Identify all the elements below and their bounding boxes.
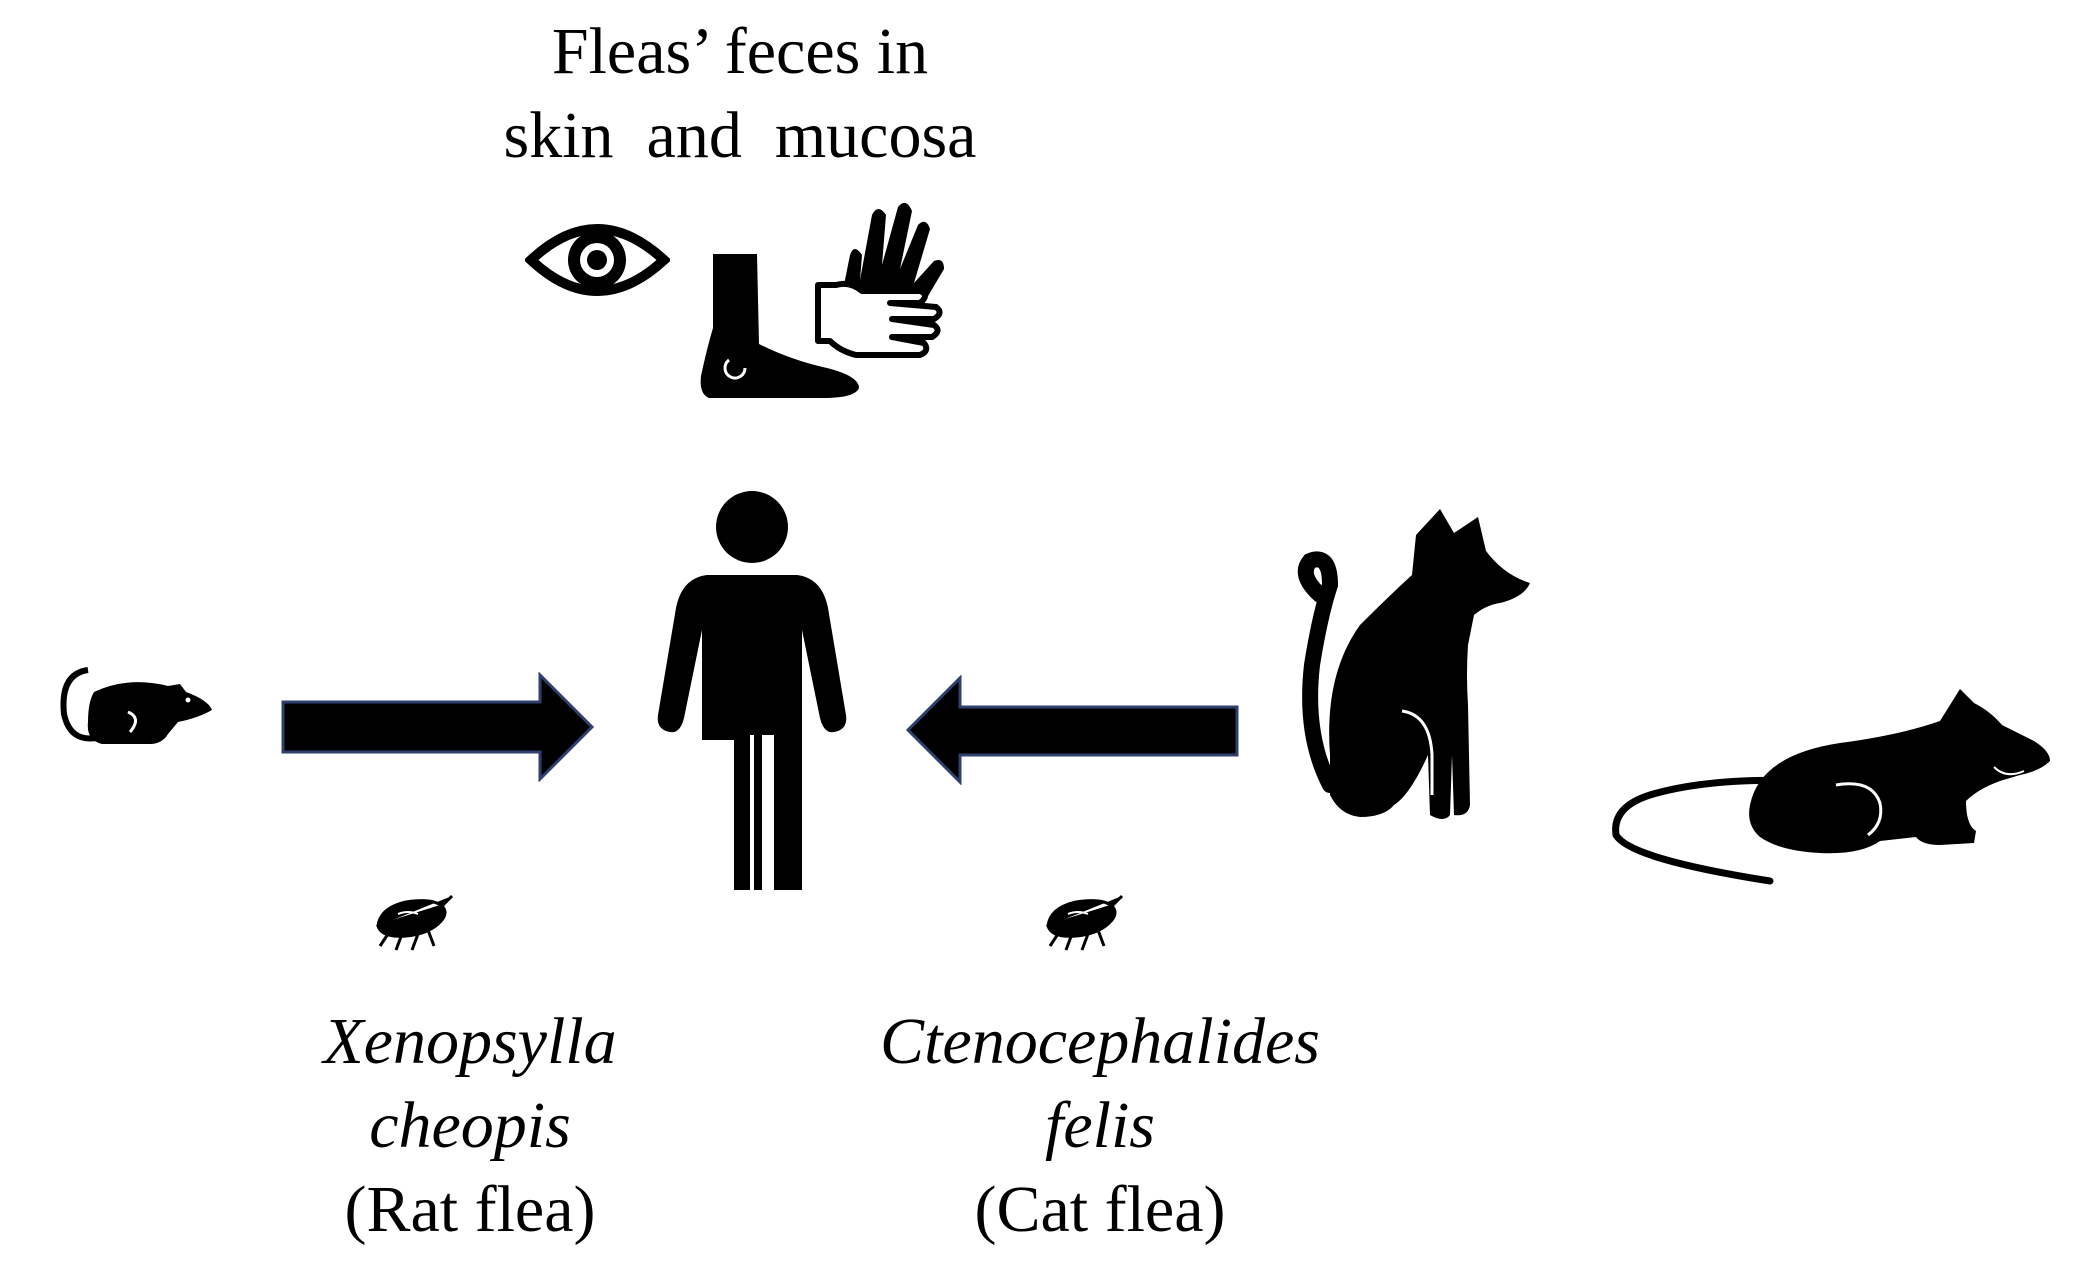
cat-flea-common-name: (Cat flea) bbox=[974, 1173, 1226, 1246]
hands-icon bbox=[815, 202, 944, 358]
cat-flea-caption: Ctenocephalides felis (Cat flea) bbox=[840, 1000, 1360, 1252]
skin-mucosa-caption: Fleas’ feces in skin and mucosa bbox=[450, 10, 1030, 178]
rat-flea-caption: Xenopsylla cheopis (Rat flea) bbox=[250, 1000, 690, 1252]
cat-flea-species: felis bbox=[1045, 1089, 1155, 1162]
person-icon bbox=[657, 491, 847, 890]
rat-flea-common-name: (Rat flea) bbox=[344, 1173, 596, 1246]
rat-icon bbox=[1612, 689, 2050, 885]
rat-flea-species: cheopis bbox=[369, 1089, 571, 1162]
foot-icon bbox=[700, 254, 859, 398]
flea-icon bbox=[1046, 894, 1124, 951]
caption-line-2: skin and mucosa bbox=[503, 99, 977, 172]
cat-flea-genus: Ctenocephalides bbox=[880, 1005, 1320, 1078]
caption-line-1: Fleas’ feces in bbox=[551, 15, 929, 88]
arrow-left-icon bbox=[905, 675, 1239, 785]
mouse-icon bbox=[60, 667, 212, 744]
eye-icon bbox=[525, 224, 670, 296]
arrow-right-icon bbox=[281, 672, 595, 782]
flea-icon bbox=[376, 894, 454, 951]
rat-flea-genus: Xenopsylla bbox=[323, 1005, 617, 1078]
cat-icon bbox=[1297, 509, 1530, 819]
